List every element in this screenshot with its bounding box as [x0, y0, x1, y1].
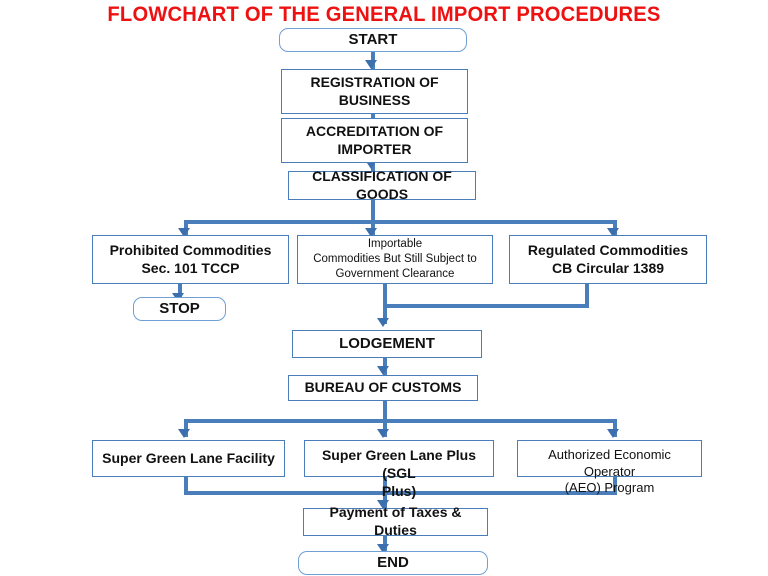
node-super-green-lane-plus[interactable]: Super Green Lane Plus (SGL Plus)	[304, 440, 494, 499]
arrow-to-lodgement	[377, 318, 389, 327]
connector-merge-down-lodgement	[383, 304, 387, 324]
aeo-line-2: (AEO) Program	[564, 480, 655, 496]
connector-regulated-down	[585, 284, 589, 308]
arrow-to-sgl-plus	[377, 429, 389, 438]
node-payment-of-taxes-and-duties[interactable]: Payment of Taxes & Duties	[303, 504, 488, 538]
connector-drop-aeo	[613, 419, 617, 437]
connector-split-bus-bottom	[184, 419, 617, 423]
node-importable-commodities[interactable]: Importable Commodities But Still Subject…	[297, 235, 493, 284]
node-classification-of-goods[interactable]: CLASSIFICATION OF GOODS	[288, 168, 476, 202]
connector-split-bus-top	[184, 220, 617, 224]
connector-merge-bus-bottom	[184, 491, 617, 495]
node-authorized-economic-operator[interactable]: Authorized Economic Operator (AEO) Progr…	[517, 440, 702, 495]
connector-bureau-down	[383, 401, 387, 421]
sgl-plus-line-1: Super Green Lane Plus (SGL	[321, 447, 477, 481]
node-accreditation-of-importer[interactable]: ACCREDITATION OF IMPORTER	[281, 118, 468, 163]
arrow-to-aeo	[607, 429, 619, 438]
node-prohibited-commodities[interactable]: Prohibited Commodities Sec. 101 TCCP	[92, 235, 289, 284]
arrow-to-payment	[377, 500, 389, 509]
arrow-payment-to-end	[377, 544, 389, 553]
arrow-to-sgl-facility	[178, 429, 190, 438]
node-end[interactable]: END	[298, 551, 488, 575]
connector-sgl-facility-down	[184, 477, 188, 495]
arrow-to-importable	[365, 228, 377, 237]
node-lodgement[interactable]: LODGEMENT	[292, 330, 482, 358]
aeo-line-1: Authorized Economic Operator	[548, 447, 671, 479]
connector-registration-to-accreditation	[371, 113, 375, 119]
node-super-green-lane-facility[interactable]: Super Green Lane Facility	[92, 440, 285, 477]
node-bureau-of-customs[interactable]: BUREAU OF CUSTOMS	[288, 375, 478, 401]
arrow-start-to-registration	[365, 60, 377, 69]
connector-sgl-plus-down	[383, 477, 387, 509]
sgl-plus-line-2: Plus)	[381, 482, 417, 499]
node-registration-of-business[interactable]: REGISTRATION OF BUSINESS	[281, 69, 468, 114]
connector-classification-down	[371, 200, 375, 222]
arrow-to-regulated	[607, 228, 619, 237]
connector-drop-sgl-plus	[383, 419, 387, 437]
node-start[interactable]: START	[279, 28, 467, 52]
connector-merge-bus-middle	[383, 304, 589, 308]
connector-importable-down	[383, 284, 387, 308]
page-title: FLOWCHART OF THE GENERAL IMPORT PROCEDUR…	[107, 3, 661, 26]
node-stop[interactable]: STOP	[133, 297, 226, 321]
arrow-to-prohibited	[178, 228, 190, 237]
arrow-accreditation-to-classification	[365, 160, 377, 169]
node-regulated-commodities[interactable]: Regulated Commodities CB Circular 1389	[509, 235, 707, 284]
connector-aeo-down	[613, 477, 617, 495]
arrow-lodgement-to-bureau	[377, 366, 389, 375]
connector-drop-sgl-facility	[184, 419, 188, 437]
